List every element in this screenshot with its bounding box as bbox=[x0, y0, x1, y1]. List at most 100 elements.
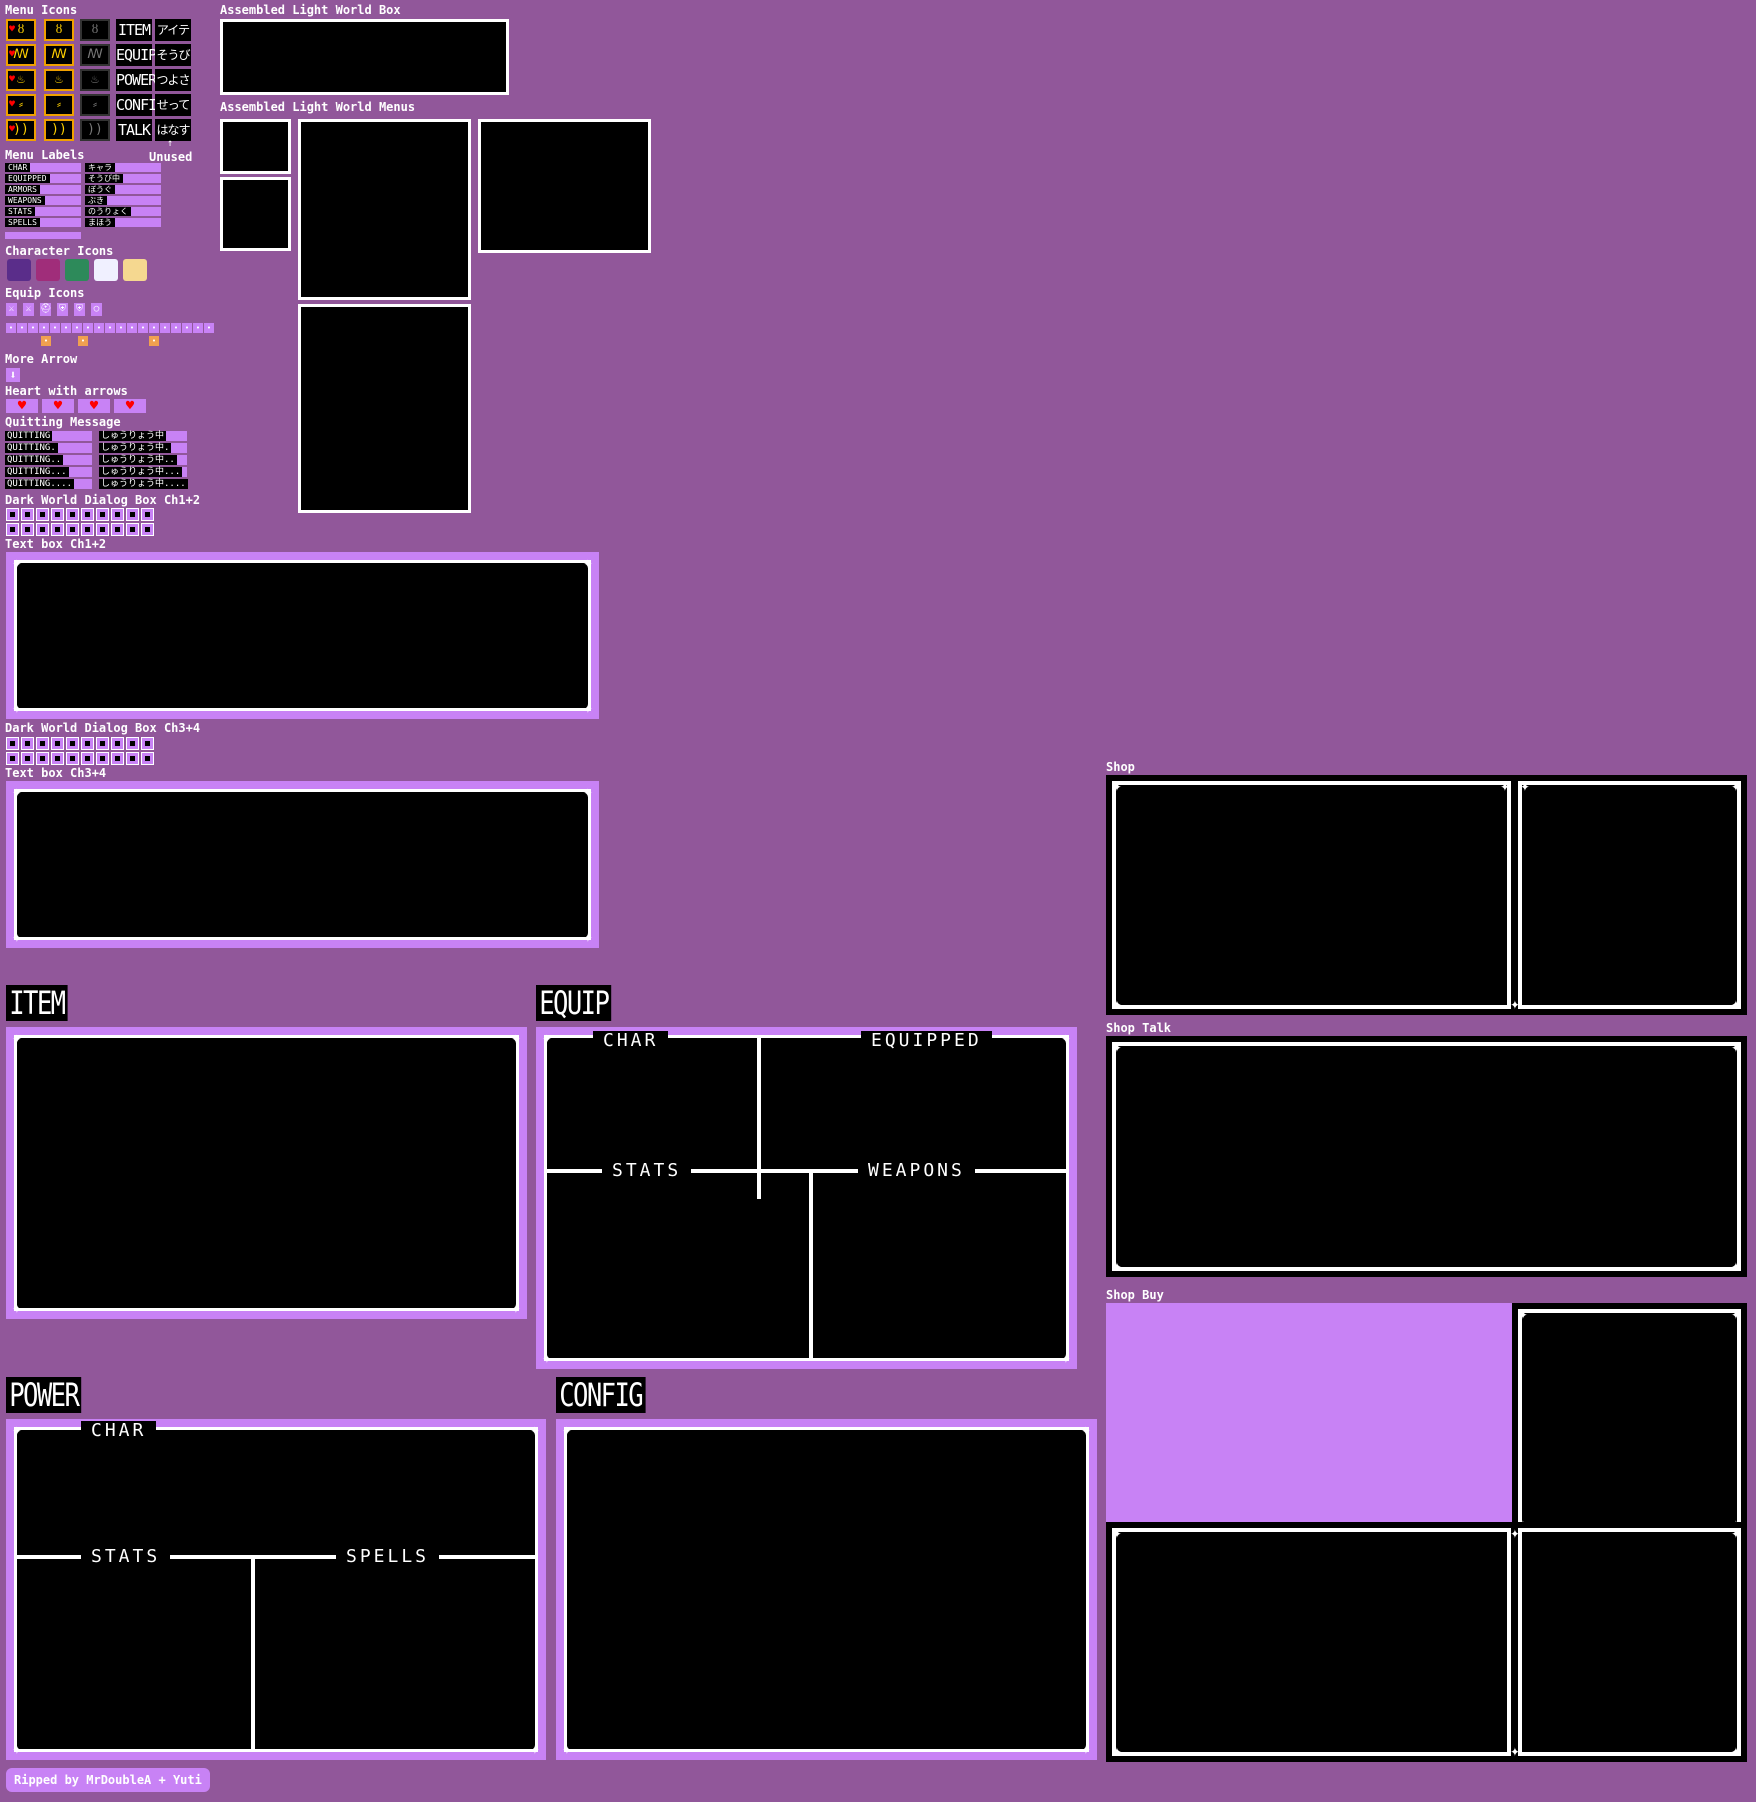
corner-icon: ✦ bbox=[1510, 994, 1520, 1013]
equip-icon: ⛨ bbox=[57, 303, 68, 316]
equip-icon-small: • bbox=[94, 323, 104, 333]
corner-icon: ✦ bbox=[12, 553, 22, 572]
corner-icon: ✦ bbox=[1731, 1741, 1741, 1760]
textbox12-heading: Text box Ch1+2 bbox=[5, 537, 107, 551]
menu-icon-disabled: ꟿ bbox=[80, 44, 110, 66]
menu-icon-selected: ꟿ bbox=[6, 44, 36, 66]
heart-arrows-heading: Heart with arrows bbox=[5, 384, 128, 398]
dialog-tile bbox=[141, 752, 154, 765]
dialog-tile bbox=[111, 737, 124, 750]
corner-icon: ✦ bbox=[1520, 776, 1530, 795]
equip-icon-small: • bbox=[83, 323, 93, 333]
corner-icon: ✦ bbox=[1731, 1037, 1741, 1056]
shop-heading: Shop bbox=[1106, 760, 1135, 774]
menu-icon-normal: ♨ bbox=[44, 69, 74, 91]
equip-icon-small: • bbox=[182, 323, 192, 333]
corner-icon: ✦ bbox=[12, 1028, 22, 1047]
equip-icon-small: • bbox=[138, 323, 148, 333]
equip-icon-small: • bbox=[149, 323, 159, 333]
equip-equipped-label: EQUIPPED bbox=[861, 1031, 992, 1051]
menu-word-en: EQUIP bbox=[116, 44, 157, 66]
menu-label-jp: のうりょく bbox=[85, 207, 161, 216]
lw-menu-tall-bottom bbox=[298, 304, 471, 513]
menu-word-en: POWER bbox=[116, 69, 157, 91]
menu-label-en: STATS bbox=[5, 207, 81, 216]
dialog-tile bbox=[96, 523, 109, 536]
dialog-tile bbox=[6, 737, 19, 750]
textbox34-heading: Text box Ch3+4 bbox=[5, 766, 107, 780]
menu-label-en-text: ARMORS bbox=[5, 185, 40, 194]
dialog-tile bbox=[6, 752, 19, 765]
assembled-menus-heading: Assembled Light World Menus bbox=[220, 100, 416, 114]
textbox-ch12: ✦ ✦ ✦ ✦ bbox=[6, 552, 599, 719]
shop-talk-heading: Shop Talk bbox=[1106, 1021, 1172, 1035]
unused-heading: Unused bbox=[149, 150, 193, 164]
menu-icon-normal: ⸗ bbox=[44, 94, 74, 116]
dialog-tile bbox=[36, 523, 49, 536]
dialog-tile bbox=[96, 508, 109, 521]
corner-icon: ✦ bbox=[12, 1420, 22, 1439]
menu-word-en: ITEM bbox=[116, 19, 152, 41]
menu-label-jp-text: まほう bbox=[85, 218, 115, 227]
dialog-tile bbox=[81, 752, 94, 765]
corner-icon: ✦ bbox=[1510, 1523, 1520, 1542]
quitting-jp: しゅうりょう中. bbox=[99, 443, 187, 453]
corner-icon: ✦ bbox=[1112, 1741, 1122, 1760]
menu-labels-heading: Menu Labels bbox=[5, 148, 85, 162]
menu-icon-selected: ⸗ bbox=[6, 94, 36, 116]
equip-icon-small: • bbox=[72, 323, 82, 333]
corner-icon: ✦ bbox=[583, 553, 593, 572]
unused-arrow-icon: ↑ bbox=[167, 138, 174, 149]
power-stats-label: STATS bbox=[81, 1547, 171, 1567]
assembled-box-heading: Assembled Light World Box bbox=[220, 3, 401, 17]
heart-arrows-icon-2: ♥ bbox=[42, 399, 74, 413]
corner-icon: ✦ bbox=[1510, 1741, 1520, 1760]
equip-icon-small: • bbox=[6, 323, 16, 333]
dialog-tile bbox=[21, 737, 34, 750]
quitting-heading: Quitting Message bbox=[5, 415, 121, 429]
corner-icon: ✦ bbox=[1081, 1420, 1091, 1439]
corner-icon: ✦ bbox=[583, 782, 593, 801]
dialog-tile bbox=[111, 508, 124, 521]
equip-icon-small: • bbox=[17, 323, 27, 333]
dialog-tile bbox=[6, 508, 19, 521]
corner-icon: ✦ bbox=[1112, 1037, 1122, 1056]
shop-buy-heading: Shop Buy bbox=[1106, 1288, 1164, 1302]
menu-icon-normal: )) bbox=[44, 119, 74, 141]
config-menu-frame: ✦ ✦ ✦ ✦ bbox=[556, 1419, 1097, 1760]
corner-icon: ✦ bbox=[1061, 1028, 1071, 1047]
dialog-tile bbox=[21, 523, 34, 536]
dialog-tile bbox=[81, 737, 94, 750]
equip-icon-small: • bbox=[160, 323, 170, 333]
menu-label-jp-text: ぶき bbox=[85, 196, 107, 205]
corner-icon: ✦ bbox=[1112, 1523, 1122, 1542]
equip-icon-highlight: • bbox=[41, 336, 51, 346]
quitting-en: QUITTING bbox=[5, 431, 92, 441]
corner-icon: ✦ bbox=[1731, 1256, 1741, 1275]
menu-icon-disabled: ȣ bbox=[80, 19, 110, 41]
lw-menu-small-bottom bbox=[220, 177, 291, 251]
equip-icon-small: • bbox=[105, 323, 115, 333]
ralsei-icon bbox=[65, 259, 89, 281]
dialog-tile bbox=[126, 523, 139, 536]
dialog-tile bbox=[66, 752, 79, 765]
corner-icon: ✦ bbox=[1061, 1348, 1071, 1367]
equip-icon: ⛑ bbox=[40, 303, 52, 316]
corner-icon: ✦ bbox=[1731, 1523, 1741, 1542]
dialog-tile bbox=[96, 752, 109, 765]
corner-icon: ✦ bbox=[583, 927, 593, 946]
menu-label-jp: キャラ bbox=[85, 163, 161, 172]
quitting-jp-text: しゅうりょう中.. bbox=[99, 455, 177, 465]
shop-frame: ✦ ✦ ✦ ✦ ✦ ✦ ✦ bbox=[1106, 775, 1747, 1015]
menu-label-jp: そうび中 bbox=[85, 174, 161, 183]
equip-weapons-label: WEAPONS bbox=[858, 1161, 975, 1181]
equip-icon: ◯ bbox=[91, 303, 102, 316]
menu-word-jp: せってい bbox=[155, 94, 191, 134]
lw-menu-wide bbox=[478, 119, 651, 253]
item-title: ITEM bbox=[6, 985, 68, 1021]
dialog-tile bbox=[66, 508, 79, 521]
lw-menu-tall-top bbox=[298, 119, 471, 300]
dialog-tile bbox=[81, 523, 94, 536]
quitting-en: QUITTING.. bbox=[5, 455, 92, 465]
equip-icon: ⚔ bbox=[6, 303, 17, 316]
